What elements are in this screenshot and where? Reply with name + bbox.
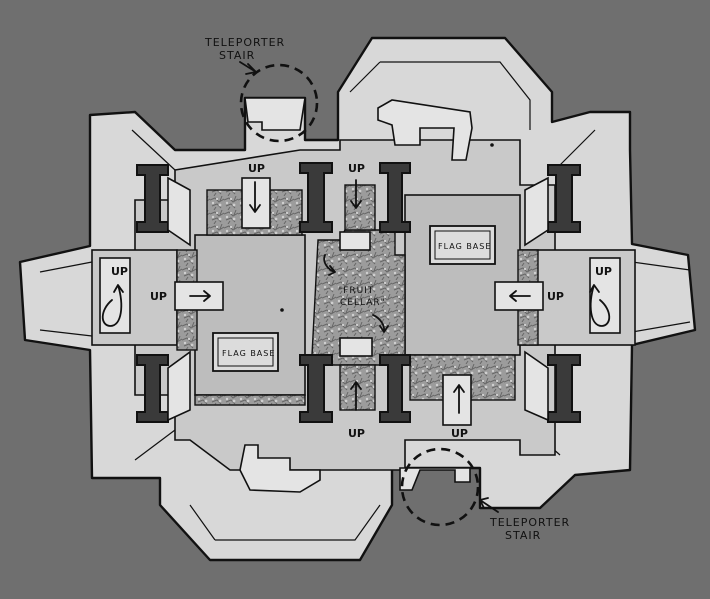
up-label: UP: [150, 290, 167, 303]
outer-bevel: [39, 61, 691, 541]
teleporter-pointer-bottom: [479, 497, 499, 513]
marker-dot: [280, 308, 284, 312]
direction-arrows: [101, 179, 611, 414]
flag-base-left: [212, 332, 279, 372]
marker-dot: [490, 143, 494, 147]
up-label: UP: [595, 265, 612, 278]
top-ledge: [377, 99, 473, 161]
right-base-room: [404, 194, 521, 356]
cellar-entry-bottom: [339, 364, 376, 411]
flag-base-left-label: FLAG BASE: [222, 349, 275, 358]
up-label: UP: [111, 265, 128, 278]
cellar-step-top: [339, 231, 371, 251]
teleporter-pointer-top: [239, 61, 257, 75]
up-label: UP: [348, 427, 365, 440]
flag-base-right-label: FLAG BASE: [438, 242, 491, 251]
teleporter-label-bottom-line1: TELEPORTER: [489, 516, 570, 529]
left-rock-strip-bottom: [194, 394, 306, 406]
up-label: UP: [547, 290, 564, 303]
cellar-entry-top: [344, 184, 376, 231]
pillar-ledges: [167, 176, 549, 422]
flag-base-right: [429, 225, 496, 265]
fruit-cellar-label-line2: CELLAR": [340, 298, 386, 308]
teleporter-circle-bottom: [400, 447, 480, 527]
teleporter-circle-top: [239, 63, 319, 143]
cellar-step-bottom: [339, 337, 373, 357]
teleporter-pad-top: [244, 97, 306, 131]
fruit-cellar-label-line1: "FRUIT: [338, 286, 374, 296]
pillars: [136, 162, 581, 423]
bottom-ledge: [239, 444, 321, 493]
teleporter-label-top-line2: STAIR: [219, 49, 255, 62]
up-label: UP: [451, 427, 468, 440]
up-label: UP: [348, 162, 365, 175]
up-label: UP: [248, 162, 265, 175]
teleporter-label-top-line1: TELEPORTER: [204, 36, 285, 49]
teleporter-pad-bottom: [399, 467, 471, 491]
teleporter-label-bottom-line2: STAIR: [505, 529, 541, 542]
